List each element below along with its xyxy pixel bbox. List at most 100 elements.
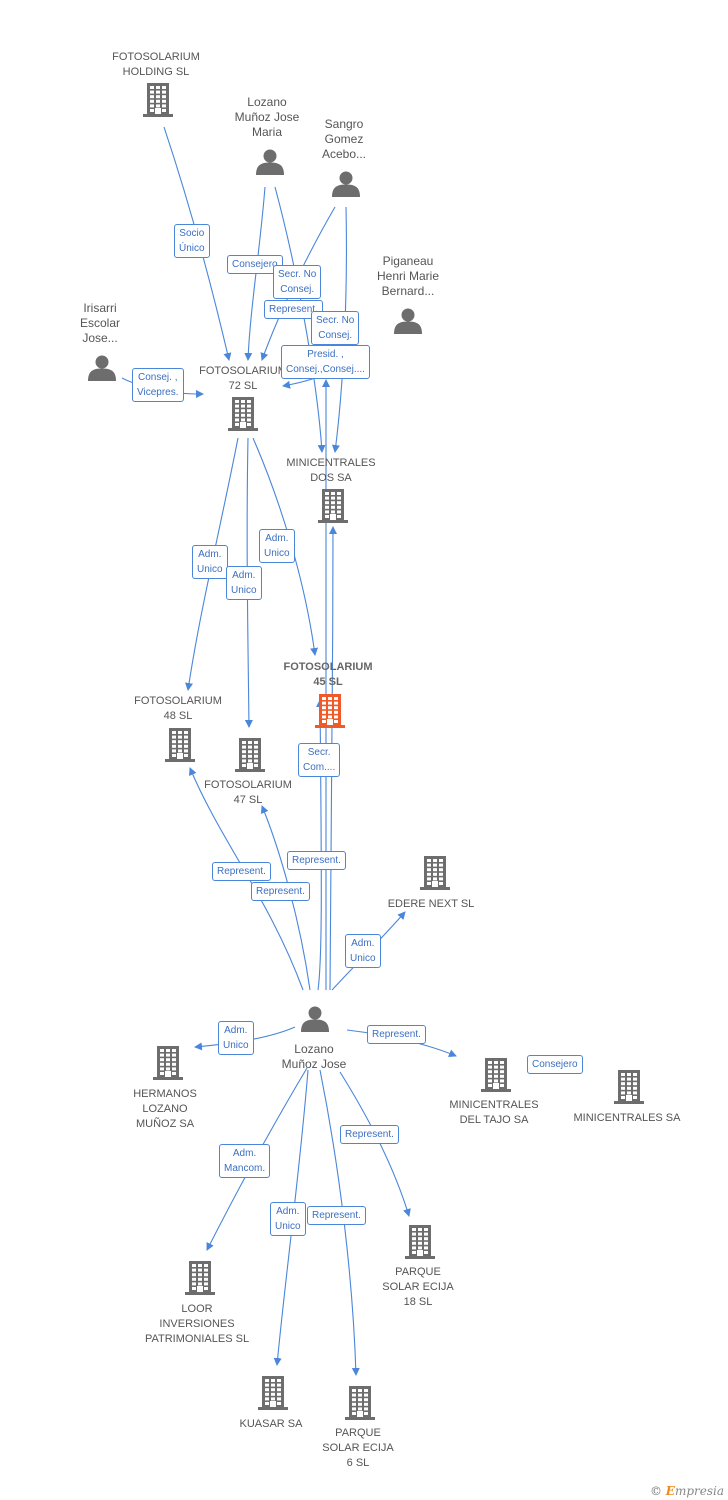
relation-label[interactable]: Secr. Com.... [298,743,341,777]
node-label-line: LOOR [181,1303,213,1315]
node-label-line: MINICENTRALES [449,1099,539,1111]
node-label-line: FOTOSOLARIUM [134,695,222,707]
relation-label[interactable]: Adm.Unico [270,1202,306,1236]
relation-label-line: Com.... [303,762,336,773]
node-label[interactable]: KUASAR SA [240,1417,303,1432]
building-icon[interactable] [153,1046,183,1085]
node-label-line: Muñoz Jose [234,110,300,124]
relation-label-line: Secr. [307,747,331,758]
node-label[interactable]: MINICENTRALES SA [574,1111,681,1126]
node-label-line: 48 SL [163,710,193,722]
relation-label[interactable]: Represent. [307,1206,366,1225]
relation-label[interactable]: Represent. [340,1125,399,1144]
person-icon[interactable] [256,149,284,180]
building-icon[interactable] [315,694,345,733]
relation-label[interactable]: Adm.Unico [218,1021,254,1055]
building-icon[interactable] [481,1058,511,1097]
node-label-line: 18 SL [403,1296,433,1308]
building-icon[interactable] [235,738,265,777]
relation-label[interactable]: Adm.Unico [345,934,381,968]
empresia-logo: © Empresia [649,1484,724,1498]
node-label-line: SOLAR ECIJA [322,1442,394,1454]
building-icon[interactable] [228,397,258,436]
node-label-line: MUÑOZ SA [135,1118,195,1130]
relation-label[interactable]: Presid. ,Consej.,Consej.... [281,345,370,379]
building-icon[interactable] [165,728,195,767]
relation-label-line: Adm. [265,533,289,544]
relation-label-line: Unico [231,585,257,596]
node-label-line: LOZANO [142,1103,188,1115]
relation-label[interactable]: Adm.Mancom. [219,1144,271,1178]
building-icon[interactable] [143,83,173,122]
building-icon[interactable] [420,856,450,895]
relation-label[interactable]: Adm.Unico [226,566,262,600]
relation-label[interactable]: Adm.Unico [192,545,228,579]
relation-label-line: Secr. No [278,269,317,280]
relation-label-line: Adm. [224,1025,248,1036]
relation-label-line: Adm. [198,549,222,560]
building-icon[interactable] [258,1376,288,1415]
building-icon[interactable] [345,1386,375,1425]
node-label-line: INVERSIONES [159,1318,235,1330]
edge-line [328,526,337,991]
relation-label-line: Consejero [232,259,278,270]
node-label-line: 45 SL [313,676,343,688]
node-label-line: Irisarri [83,301,117,315]
node-label[interactable]: FOTOSOLARIUM 72 SL [199,364,287,394]
relation-label[interactable]: Represent. [287,851,346,870]
relation-label-line: Consej. , [138,372,178,383]
relation-label-line: Socio [179,228,205,239]
node-label-line: Escolar [79,316,121,330]
relation-label[interactable]: Consej. ,Vicepres. [132,368,184,402]
node-label-line: PARQUE [395,1266,441,1278]
relation-label[interactable]: Consejero [527,1055,583,1074]
relation-label[interactable]: Represent. [264,300,323,319]
building-icon[interactable] [405,1225,435,1264]
relation-label[interactable]: Represent. [251,882,310,901]
relation-label-line: Presid. , [307,349,344,360]
node-label-line: HOLDING SL [122,66,190,78]
relation-label[interactable]: Adm.Unico [259,529,295,563]
node-label-line: 72 SL [228,380,258,392]
node-label[interactable]: FOTOSOLARIUM 48 SL [134,694,222,724]
node-label-line: 6 SL [346,1457,370,1469]
node-label[interactable]: EDERE NEXT SL [388,897,475,912]
relation-label[interactable]: Represent. [367,1025,426,1044]
node-label-line: FOTOSOLARIUM [204,779,292,791]
person-icon[interactable] [394,308,422,339]
building-icon[interactable] [614,1070,644,1109]
node-label-line: FOTOSOLARIUM [199,365,287,377]
relation-label-line: Único [179,243,205,254]
relation-label[interactable]: Consejero [227,255,283,274]
node-label-line: Gomez [324,132,364,146]
person-icon[interactable] [301,1006,329,1037]
node-label-line: Maria [251,125,283,139]
person-icon[interactable] [88,355,116,386]
building-icon[interactable] [318,489,348,528]
person-icon[interactable] [332,171,360,202]
relation-label-line: Represent. [345,1129,394,1140]
relation-label-line: Represent. [269,304,318,315]
building-icon[interactable] [185,1261,215,1300]
relation-label[interactable]: Represent. [212,862,271,881]
node-label-line: Bernard... [381,284,435,298]
